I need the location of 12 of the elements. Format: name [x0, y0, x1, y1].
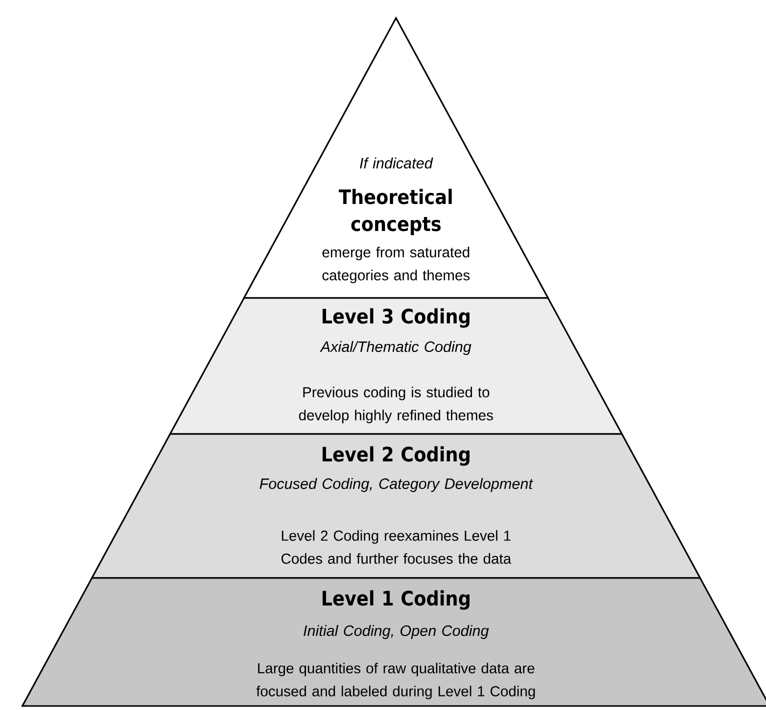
caption-text: Level 2 Coding — [322, 446, 470, 466]
description-text: Level 2 Coding reexamines Level 1 Codes and further focuses the data — [281, 530, 512, 564]
level-heading: Theoretical concepts — [338, 188, 452, 236]
subtitle-text: Initial Coding, Open Coding — [304, 625, 489, 639]
description-text: Previous coding is studied to develop highly refined themes — [299, 386, 493, 424]
subtitle-text: Axial/Thematic Coding — [320, 341, 472, 355]
subtitle-text: Focused Coding, Category Development — [260, 478, 534, 492]
caption-text: Level 1 Coding — [322, 590, 470, 610]
description-text: Large quantities of raw qualitative data are focused and labeled during Level 1 Coding — [256, 662, 535, 700]
description-text: emerge from saturated categories and themes — [322, 246, 470, 284]
caption-text: Level 3 Coding — [322, 308, 470, 328]
note-text: If indicated — [360, 157, 434, 168]
